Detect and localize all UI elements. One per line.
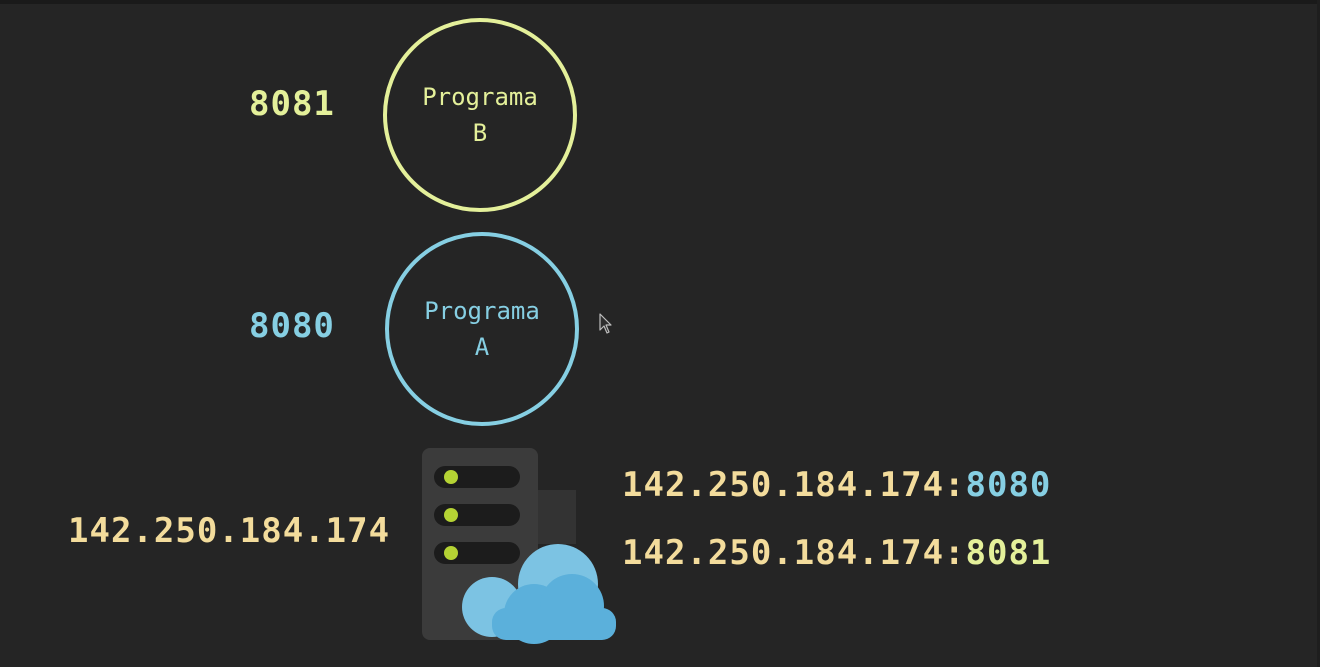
server-ip-label: 142.250.184.174 <box>68 511 391 551</box>
program-b-circle: Programa B <box>383 18 577 212</box>
address-b-ip: 142.250.184.174: <box>622 533 966 573</box>
program-a-line2: A <box>474 333 490 361</box>
address-b-line: 142.250.184.174:8081 <box>622 533 1051 573</box>
program-a-line1: Programa <box>424 297 540 325</box>
port-b-label: 8081 <box>249 84 335 124</box>
program-b-line1: Programa <box>422 83 538 111</box>
cloud-icon <box>462 544 616 644</box>
server-icon <box>422 448 616 644</box>
program-a-circle: Programa A <box>385 232 579 426</box>
address-b-port: 8081 <box>965 533 1052 573</box>
right-border <box>1317 0 1320 667</box>
address-a-port: 8080 <box>965 465 1052 505</box>
address-a-line: 142.250.184.174:8080 <box>622 465 1051 505</box>
address-a-ip: 142.250.184.174: <box>622 465 966 505</box>
port-a-label: 8080 <box>249 306 335 346</box>
mouse-cursor-icon <box>599 313 612 334</box>
program-b-line2: B <box>472 119 488 147</box>
top-border <box>0 0 1320 4</box>
